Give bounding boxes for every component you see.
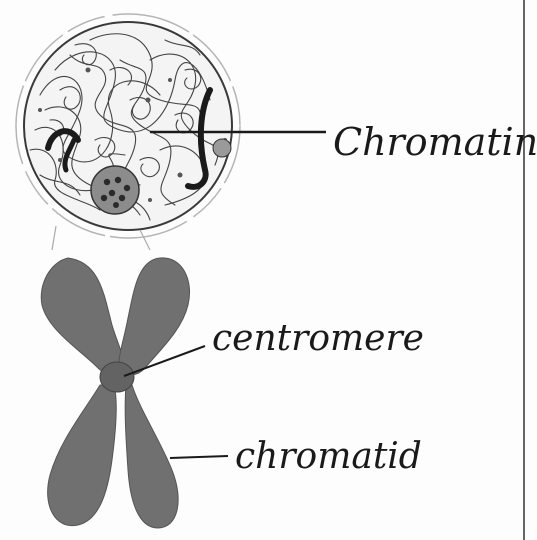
chromatin-label: Chromatin — [333, 120, 537, 164]
chromatid-arm-upper-left — [41, 258, 125, 375]
connector-line — [52, 226, 56, 250]
nucleus-illustration — [16, 14, 240, 238]
chromatid-arm-lower-left — [48, 385, 117, 526]
nucleolus — [91, 166, 139, 214]
centromere — [100, 362, 134, 392]
chromatid-pointer-line — [170, 456, 228, 458]
chromatid-label: chromatid — [235, 436, 422, 477]
chromatid-arm-upper-right — [119, 258, 190, 375]
vesicle — [213, 139, 231, 157]
connector-line — [140, 230, 150, 250]
centromere-label: centromere — [212, 318, 424, 359]
chromatid-arm-lower-right — [125, 385, 178, 528]
chromosome-illustration — [41, 258, 189, 528]
